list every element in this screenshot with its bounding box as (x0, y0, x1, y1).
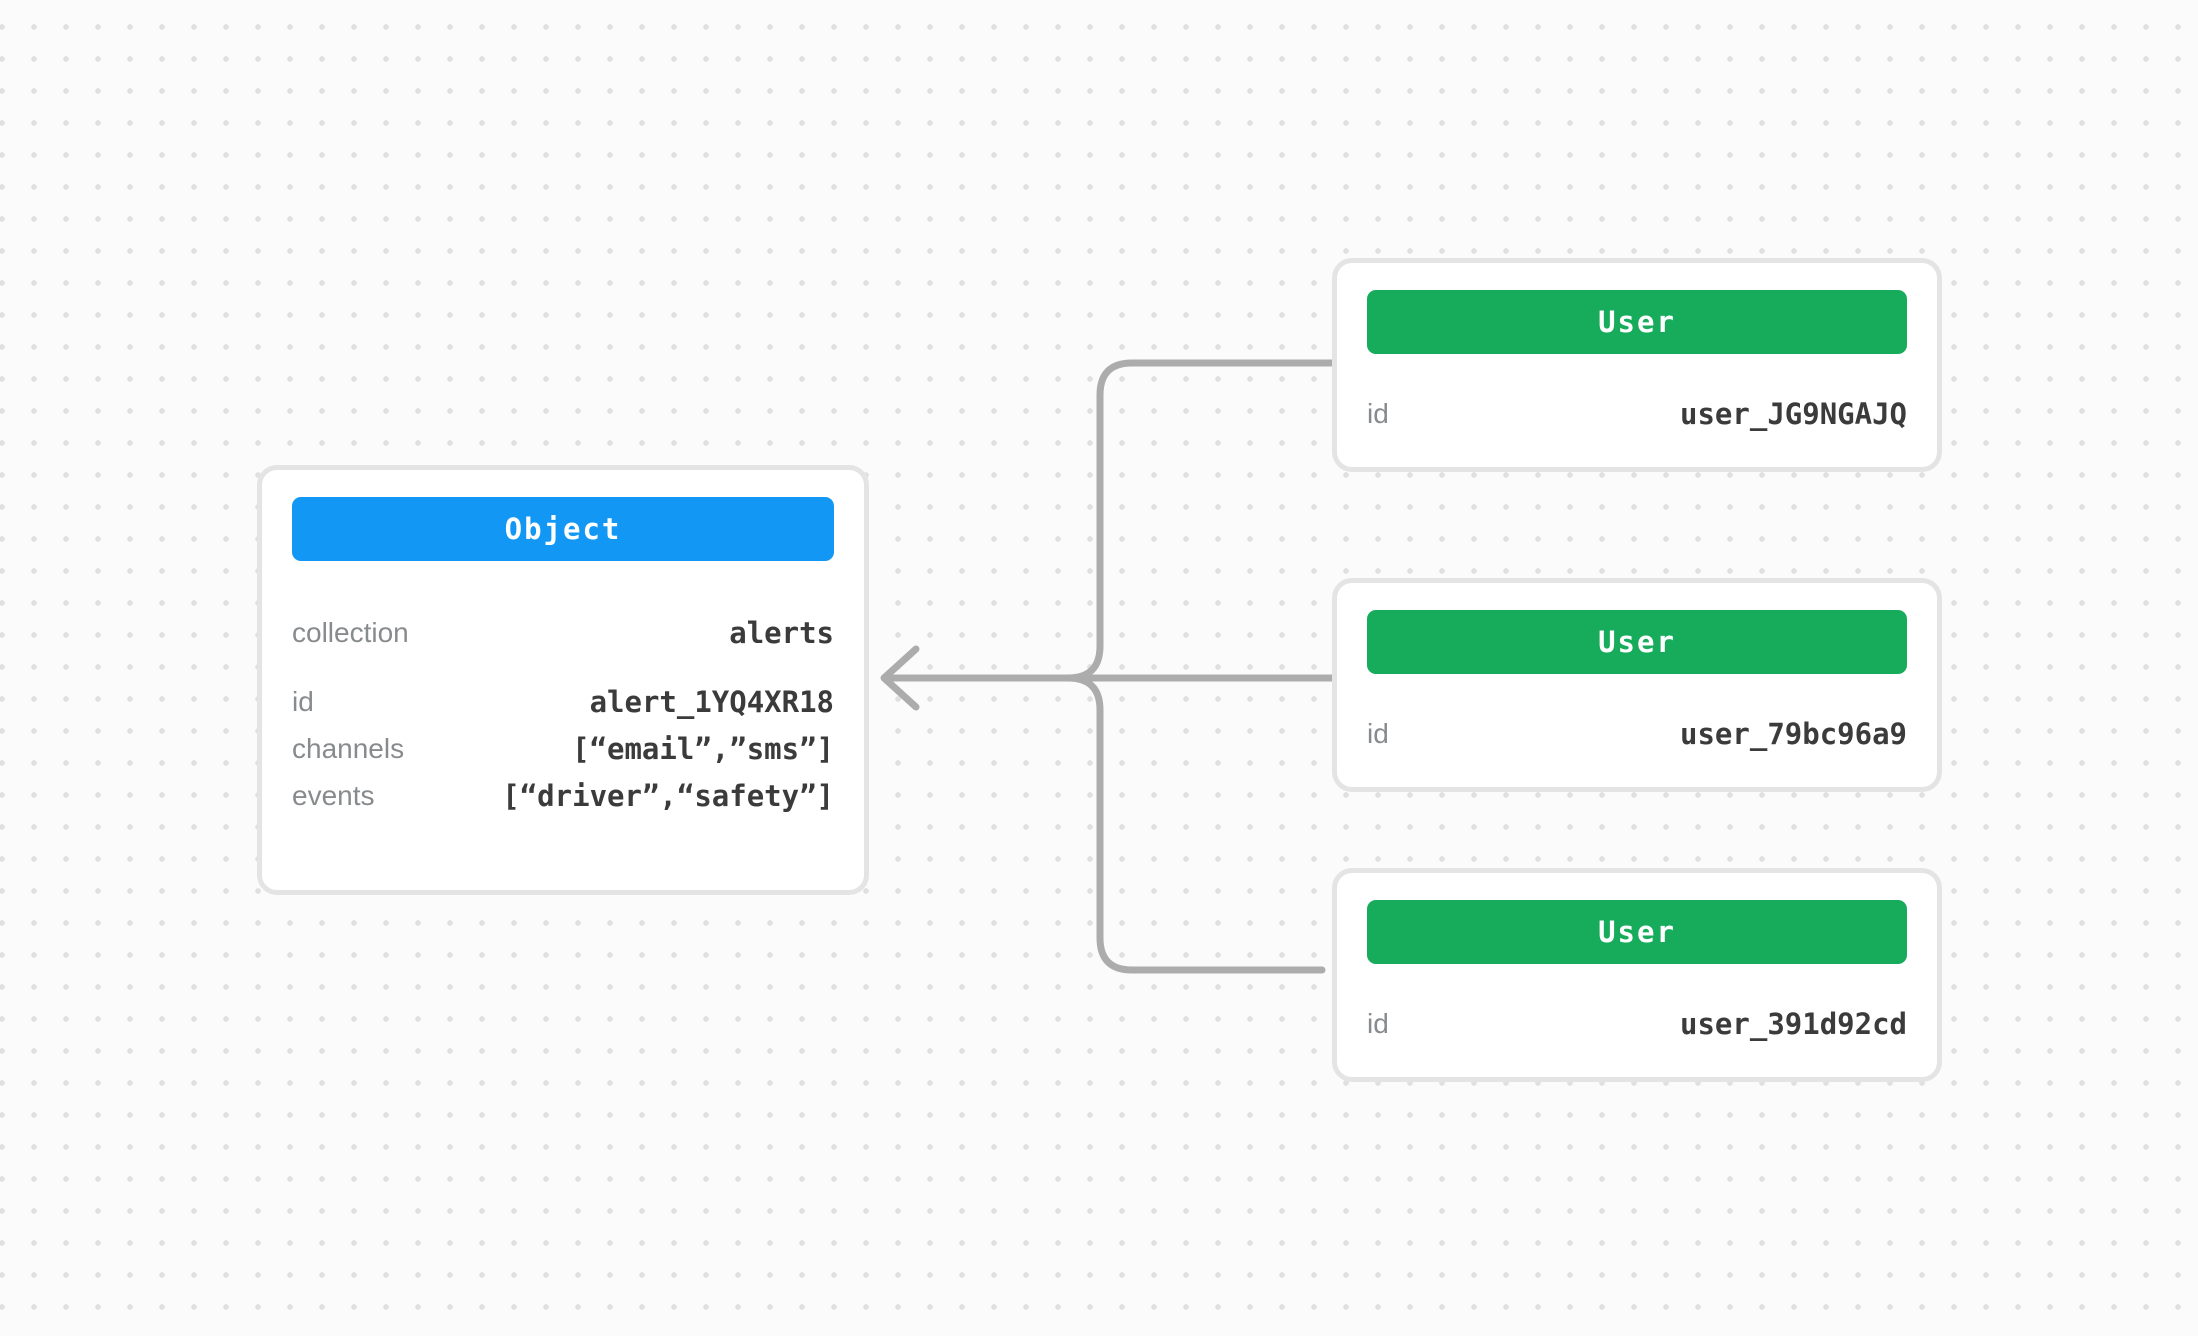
field-value: user_79bc96a9 (1680, 716, 1907, 751)
object-collection-row: collection alerts (292, 609, 834, 656)
object-node[interactable]: Object collection alerts id alert_1YQ4XR… (257, 465, 869, 895)
field-label: events (292, 779, 375, 811)
user-id-row: id user_79bc96a9 (1367, 710, 1907, 757)
user-id-row: id user_JG9NGAJQ (1367, 390, 1907, 437)
object-id-row: id alert_1YQ4XR18 (292, 678, 834, 725)
user-node-3[interactable]: User id user_391d92cd (1332, 868, 1942, 1082)
field-value: user_JG9NGAJQ (1680, 396, 1907, 431)
user-node-2[interactable]: User id user_79bc96a9 (1332, 578, 1942, 792)
user-node-header: User (1367, 900, 1907, 964)
field-label: id (1367, 1007, 1389, 1039)
field-value: user_391d92cd (1680, 1006, 1907, 1041)
field-value: alert_1YQ4XR18 (589, 684, 834, 719)
arrowhead-icon (880, 645, 920, 711)
field-label: id (1367, 717, 1389, 749)
field-label: collection (292, 616, 409, 648)
object-node-title: Object (504, 512, 622, 546)
object-events-row: events [“driver”,“safety”] (292, 772, 834, 819)
user-node-title: User (1598, 305, 1676, 339)
field-value: alerts (729, 615, 834, 650)
field-label: id (1367, 397, 1389, 429)
field-value: [“driver”,“safety”] (502, 778, 834, 813)
object-field-group: id alert_1YQ4XR18 channels [“email”,”sms… (262, 678, 864, 819)
user-id-row: id user_391d92cd (1367, 1000, 1907, 1047)
field-label: channels (292, 732, 405, 764)
object-channels-row: channels [“email”,”sms”] (292, 725, 834, 772)
object-node-header: Object (292, 497, 834, 561)
connector-user3-branch (901, 674, 1326, 974)
user-node-title: User (1598, 915, 1676, 949)
field-label: id (292, 685, 314, 717)
user-node-header: User (1367, 290, 1907, 354)
user-node-title: User (1598, 625, 1676, 659)
field-value: [“email”,”sms”] (572, 731, 834, 766)
user-node-header: User (1367, 610, 1907, 674)
connector-user1-branch (901, 359, 1336, 682)
user-node-1[interactable]: User id user_JG9NGAJQ (1332, 258, 1942, 472)
